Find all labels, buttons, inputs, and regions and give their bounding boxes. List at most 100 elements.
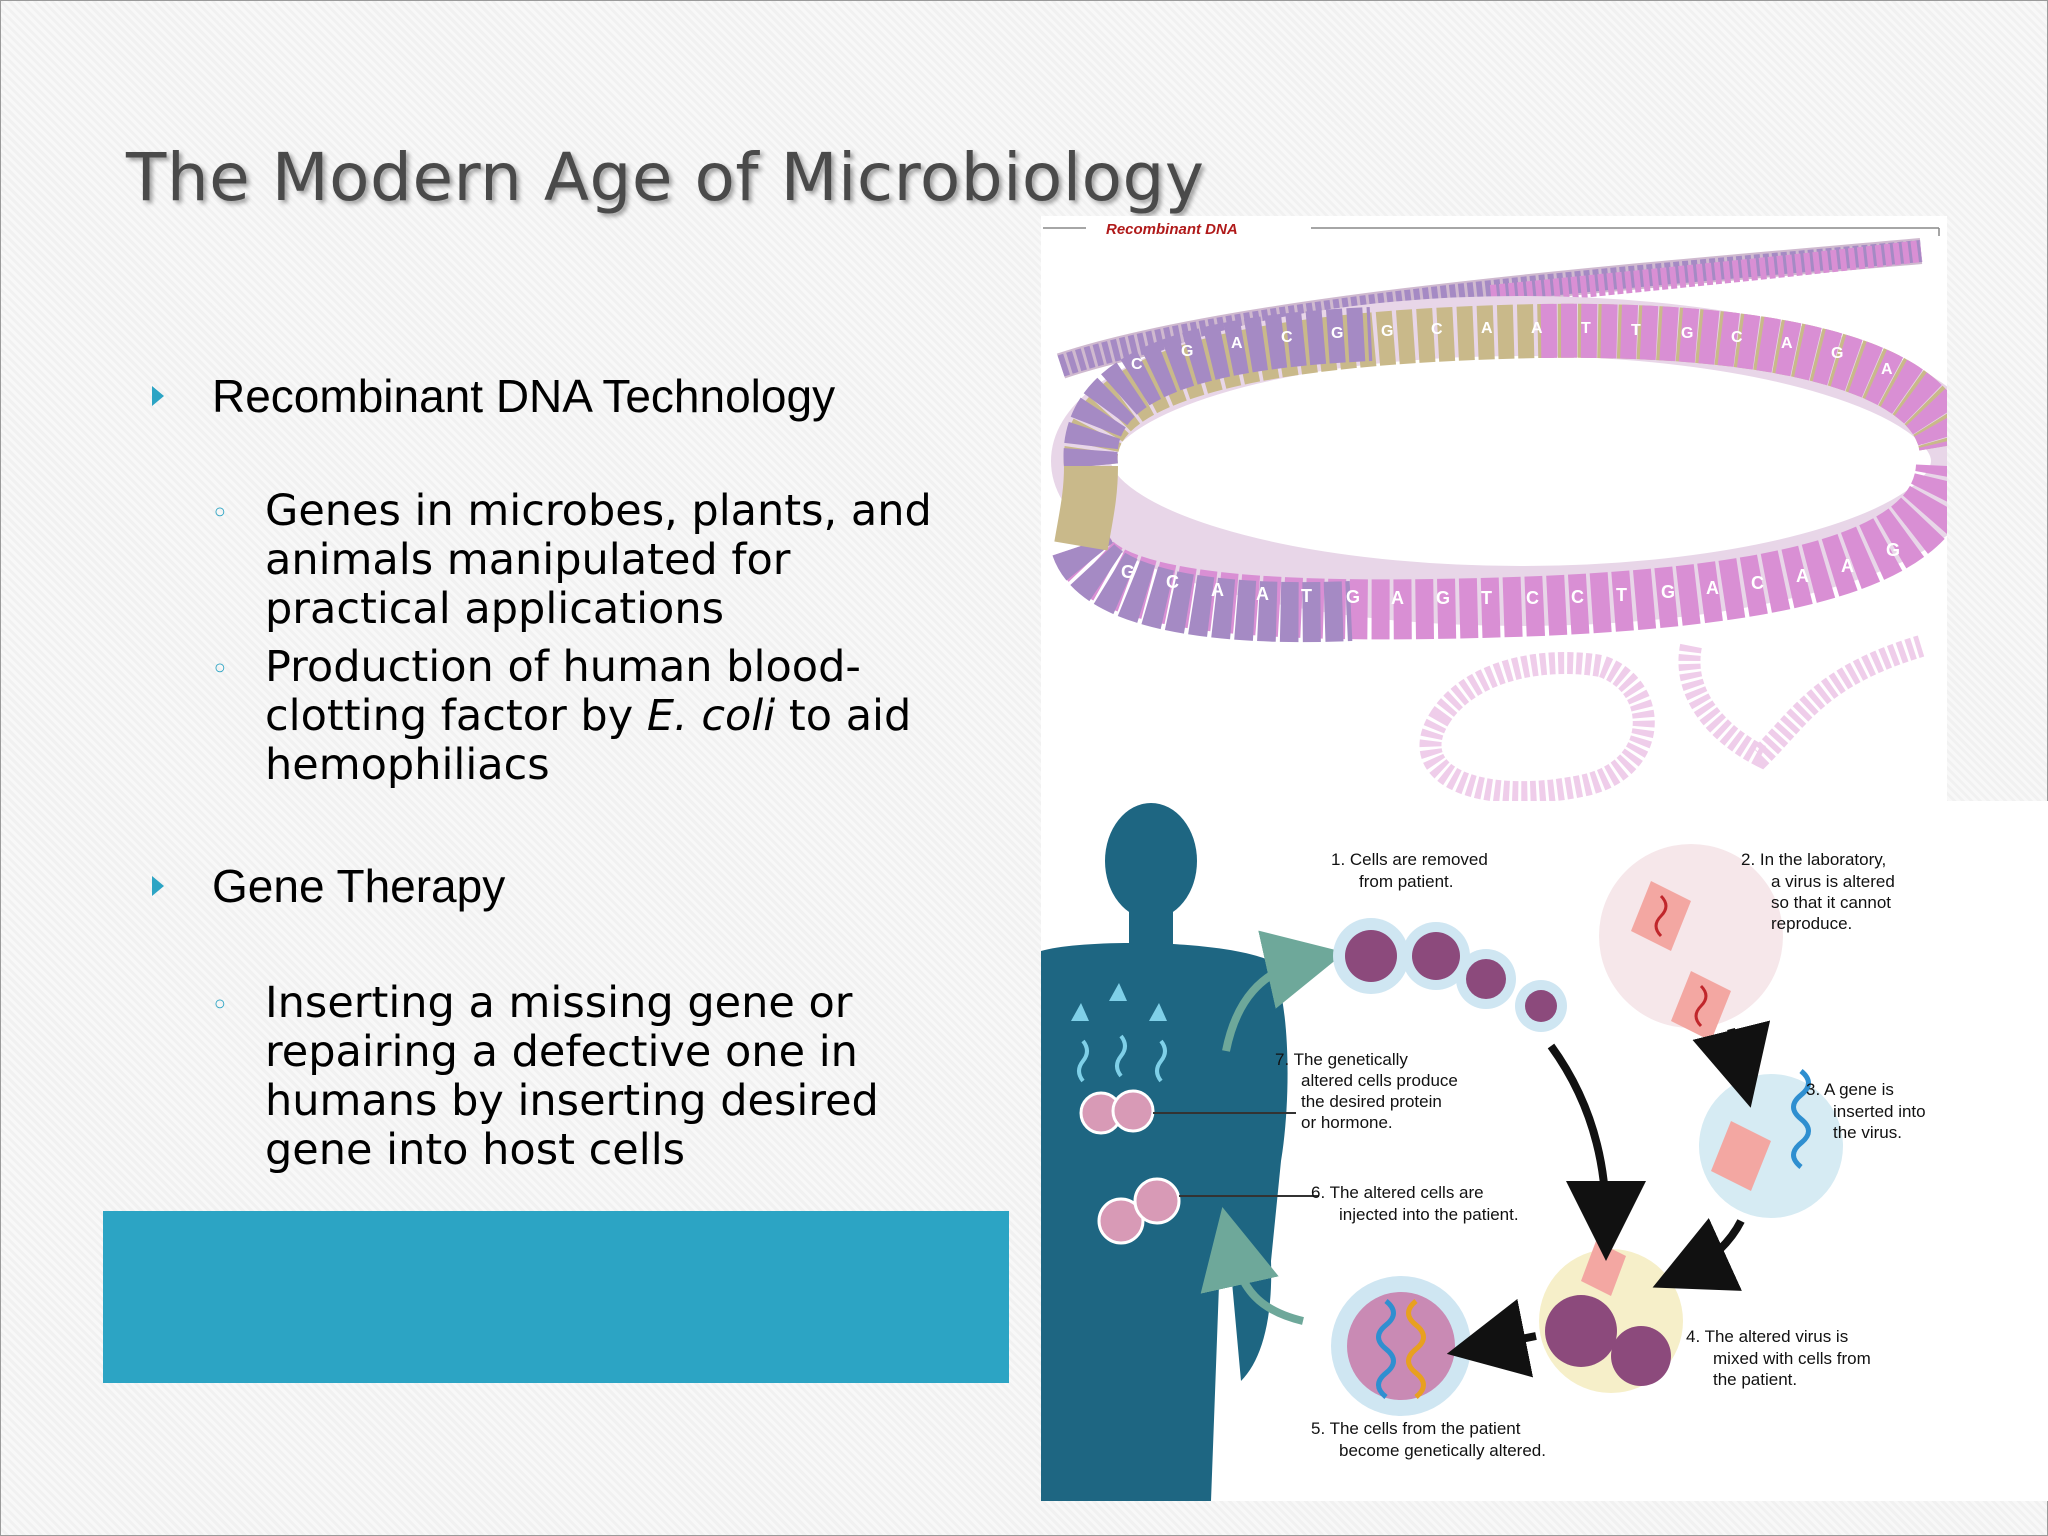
step-line: reproduce.: [1771, 914, 1852, 933]
sub-bullet-clotting: ◦ Production of human blood- clotting fa…: [211, 643, 971, 790]
step-labels: 1. Cells are removed from patient. 2. In…: [1275, 850, 1930, 1460]
base-letter: C: [1751, 573, 1764, 593]
base-letter: G: [1121, 562, 1135, 582]
dna-illustration: Recombinant DNA C G A C G G C A: [1043, 221, 1991, 804]
bullet-arrow-icon: [152, 876, 164, 896]
step-3-label: 3. A gene is inserted into the virus.: [1806, 1080, 1930, 1142]
step-line: 1. Cells are removed: [1331, 850, 1488, 869]
dna-bases-bottom: G C A A T G A G T C C T G A C A A G: [1121, 540, 1900, 608]
dna-figure-label: Recombinant DNA: [1106, 221, 1238, 238]
bullet-line: Production of human blood-: [265, 642, 861, 692]
base-letter: T: [1301, 586, 1312, 606]
bullet-line: clotting factor by E. coli to aid: [265, 692, 971, 741]
bullet-arrow-icon: [152, 386, 164, 406]
step-line: 2. In the laboratory,: [1741, 850, 1886, 869]
dna-ribbon-back-pink: [1489, 240, 1923, 307]
bullet-line: repairing a defective one in: [265, 1027, 858, 1077]
body-cells: [1071, 983, 1181, 1245]
step-7-label: 7. The genetically altered cells produce…: [1275, 1050, 1463, 1132]
bullet-gene-therapy: Gene Therapy: [152, 859, 505, 913]
mix-circle: [1539, 1241, 1683, 1393]
bullet-line: practical applications: [265, 584, 724, 634]
bullet-line: animals manipulated for: [265, 535, 791, 585]
step-line: 3. A gene is: [1806, 1080, 1894, 1099]
gene-therapy-illustration: 1. Cells are removed from patient. 2. In…: [1041, 803, 1930, 1501]
human-silhouette-icon: [1041, 803, 1288, 1501]
dna-ring-left-tan: [1054, 465, 1118, 551]
ecoli-italic: E. coli: [646, 691, 776, 741]
base-letter: G: [1181, 343, 1193, 360]
step-line: the desired protein: [1301, 1092, 1442, 1111]
step-line: 7. The genetically: [1275, 1050, 1408, 1069]
base-letter: C: [1131, 356, 1143, 373]
bullet-line: Genes in microbes, plants, and: [265, 486, 932, 536]
arrow-3-to-4: [1652, 1218, 1745, 1291]
step-line: the virus.: [1833, 1123, 1902, 1142]
dna-ring-top-pink: [1540, 303, 1973, 453]
base-letter: A: [1881, 361, 1893, 378]
base-letter: C: [1526, 588, 1539, 608]
bullet-line: Inserting a missing gene or: [265, 978, 853, 1028]
gene-therapy-figure: 1. Cells are removed from patient. 2. In…: [1041, 801, 2048, 1501]
green-arrow-out: [1222, 930, 1346, 1052]
base-letter: G: [1346, 587, 1360, 607]
base-letter: G: [1886, 540, 1900, 560]
base-letter: C: [1431, 321, 1443, 338]
step-5-label: 5. The cells from the patient become gen…: [1311, 1419, 1546, 1460]
dna-ring-bottom-purple: [1052, 533, 1353, 643]
base-letter: T: [1616, 585, 1627, 605]
step-line: 6. The altered cells are: [1311, 1183, 1484, 1202]
base-letter: A: [1841, 556, 1854, 576]
green-arrow-in: [1200, 1206, 1304, 1325]
arrow-1-to-6: [1547, 1043, 1646, 1261]
bullet-line-segment: clotting factor by: [265, 691, 647, 741]
base-letter: C: [1731, 329, 1743, 346]
base-letter: A: [1391, 588, 1404, 608]
bullet-recombinant-dna: Recombinant DNA Technology: [152, 369, 835, 423]
sub-bullet-genes: ◦ Genes in microbes, plants, and animals…: [211, 487, 971, 634]
dna-ring-top-purple: [1063, 307, 1373, 469]
decorative-teal-bar: [103, 1211, 1009, 1383]
bullet-line: hemophiliacs: [265, 740, 550, 790]
bullet-line: humans by inserting desired: [265, 1076, 879, 1126]
base-letter: G: [1381, 323, 1393, 340]
step-1-label: 1. Cells are removed from patient.: [1331, 850, 1493, 891]
altered-cell: [1331, 1276, 1471, 1416]
base-letter: A: [1256, 584, 1269, 604]
sub-bullet-circle-icon: ◦: [211, 652, 229, 687]
base-letter: A: [1481, 320, 1493, 337]
dna-fragment-loop-left: [1419, 652, 1655, 804]
base-letter: A: [1531, 320, 1543, 337]
arrow-2-to-3: [1692, 1020, 1771, 1108]
base-letter: A: [1796, 566, 1809, 586]
bullet-line: gene into host cells: [265, 1125, 686, 1175]
sub-bullet-circle-icon: ◦: [211, 496, 229, 531]
step-line: from patient.: [1359, 872, 1454, 891]
step-4-label: 4. The altered virus is mixed with cells…: [1686, 1327, 1876, 1389]
base-letter: G: [1436, 588, 1450, 608]
base-letter: C: [1281, 329, 1293, 346]
sub-bullet-circle-icon: ◦: [211, 988, 229, 1023]
bullet-line-segment: to aid: [775, 691, 912, 741]
step-line: a virus is altered: [1771, 872, 1895, 891]
step-line: altered cells produce: [1301, 1071, 1458, 1090]
step-line: so that it cannot: [1771, 893, 1891, 912]
section-heading: Gene Therapy: [212, 860, 506, 912]
base-letter: A: [1211, 580, 1224, 600]
base-letter: T: [1631, 322, 1641, 339]
base-letter: G: [1661, 582, 1675, 602]
step-line: become genetically altered.: [1339, 1441, 1546, 1460]
arrow-4-to-5: [1446, 1298, 1537, 1378]
base-letter: A: [1706, 578, 1719, 598]
base-letter: A: [1231, 335, 1243, 352]
dna-ribbon-back-bases: [1057, 240, 1922, 377]
removed-cells: [1333, 918, 1567, 1032]
base-letter: G: [1681, 325, 1693, 342]
base-letter: T: [1581, 320, 1591, 337]
sub-bullet-inserting: ◦ Inserting a missing gene or repairing …: [211, 979, 971, 1175]
section-heading: Recombinant DNA Technology: [212, 370, 836, 422]
base-letter: A: [1781, 335, 1793, 352]
slide-title: The Modern Age of Microbiology: [126, 139, 1205, 216]
base-letter: T: [1481, 588, 1492, 608]
